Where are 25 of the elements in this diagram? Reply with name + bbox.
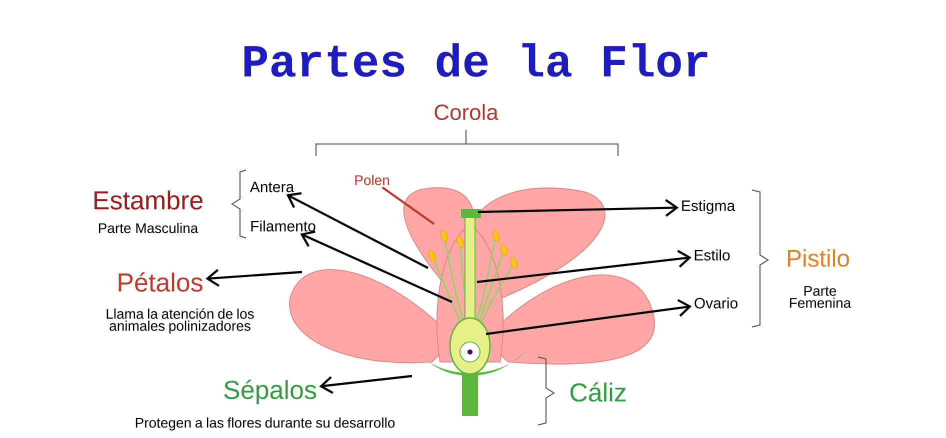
part-label: Estigma: [682, 200, 736, 214]
arrow: [486, 299, 692, 336]
heading-text: Pistilo: [788, 249, 849, 267]
part-label: Filamento: [251, 220, 316, 232]
arrow: [476, 250, 692, 284]
label-text: Parte Femenina: [790, 286, 852, 308]
part-label: Polen: [355, 174, 389, 186]
arrow: [300, 230, 452, 303]
heading-text: Estambre: [94, 190, 202, 210]
heading-text: Corola: [434, 104, 498, 120]
leader-line: [382, 186, 435, 225]
arrow: [319, 374, 412, 394]
description-text: Llama la atención de los animales polinizadores: [106, 308, 254, 334]
part-label: Sépalos: [224, 380, 316, 404]
arrow: [286, 192, 429, 269]
part-label: Pétalos: [118, 272, 202, 292]
part-label: Estilo: [694, 249, 730, 260]
description-text: Protegen a las flores durante su desarrollo: [136, 417, 395, 430]
part-label: Ovario: [694, 297, 738, 308]
label-text: Parte Masculina: [98, 222, 198, 234]
heading-text: Cáliz: [570, 382, 626, 402]
title: Partes de la Flor: [244, 43, 708, 77]
arrow: [478, 199, 679, 217]
arrow: [206, 269, 302, 287]
part-label: Antera: [250, 182, 294, 192]
